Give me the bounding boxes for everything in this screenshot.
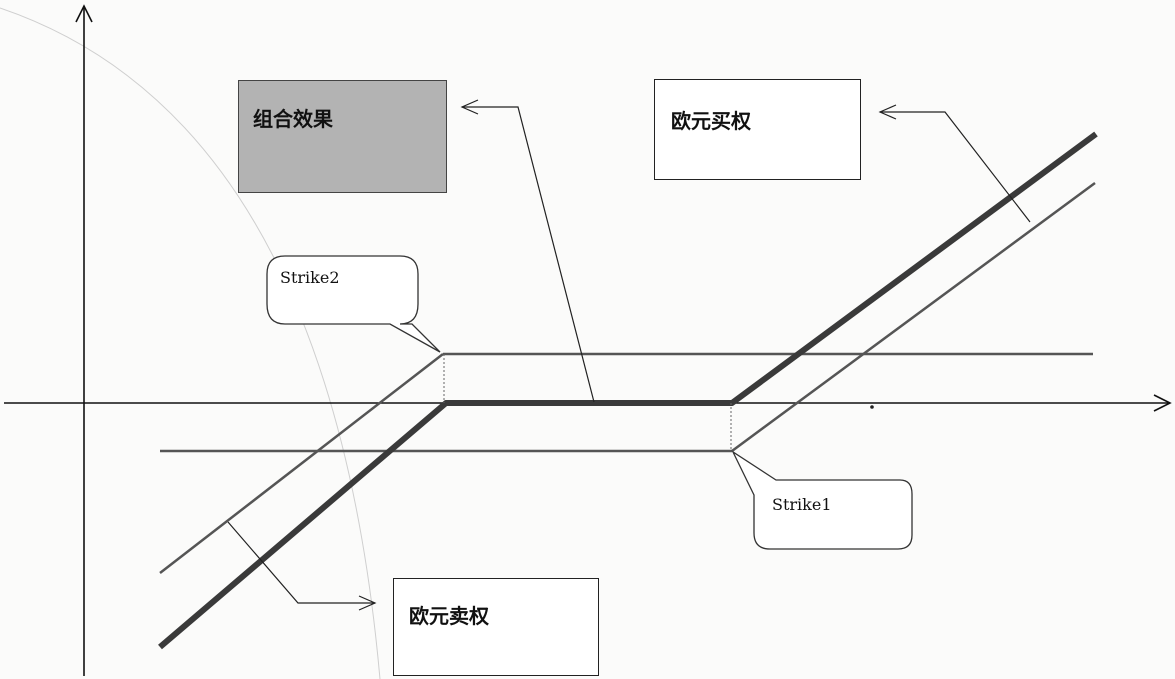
call-leader [880,111,1031,223]
euro-call-box: 欧元买权 [654,79,861,180]
x-axis-arrowhead [1153,394,1172,412]
strike1-payoff [160,181,1096,453]
strike2-label: Strike2 [280,268,340,287]
euro-put-box: 欧元卖权 [393,578,599,676]
strike1-label: Strike1 [772,495,832,514]
combined-effect-box: 组合效果 [238,80,447,193]
combo-leader [462,106,595,403]
euro-call-label: 欧元买权 [671,109,751,133]
y-axis-arrowhead [75,4,93,23]
background-arc [0,7,381,679]
leader-arrows [227,99,1031,611]
euro-put-label: 欧元卖权 [409,604,489,628]
combined-effect-label: 组合效果 [253,107,333,131]
strike1-callout-shape [731,450,913,550]
strike2-diagonal-line [159,353,444,574]
call-leader-arrowhead [878,104,897,120]
put-leader [227,521,375,604]
axes [4,4,1172,676]
axis-dot [870,405,874,409]
strike1-diagonal-line [731,181,1096,453]
combined-payoff-line [158,131,1098,650]
combo-leader-arrowhead [460,99,479,115]
put-leader-arrowhead [358,595,377,611]
strike2-payoff [159,352,1093,574]
strike2-callout-shape [266,255,441,353]
